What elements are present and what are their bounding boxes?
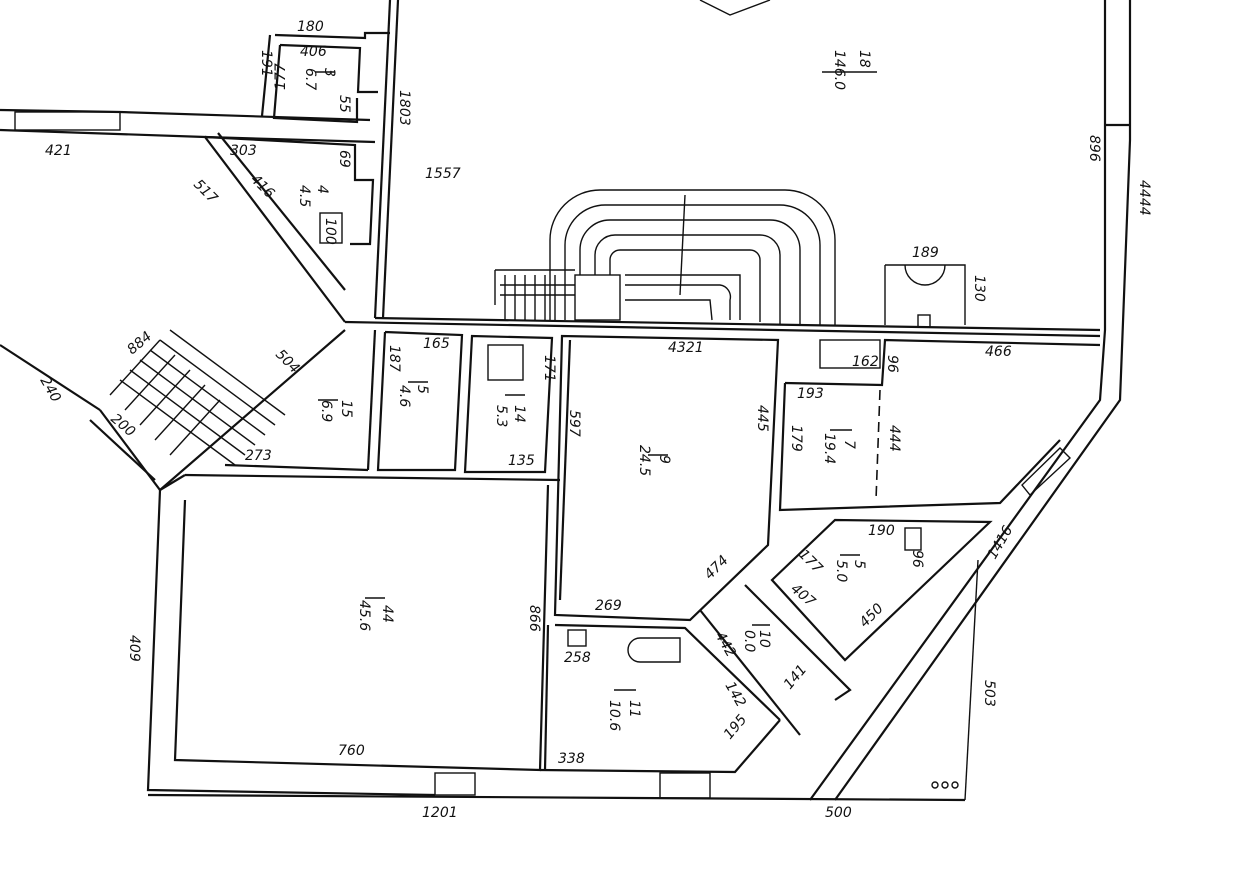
dimension-label: 1416: [985, 523, 1017, 562]
room-area: 45.6: [356, 600, 372, 631]
dimension-label: 96: [884, 355, 900, 373]
dimension-label: 442: [712, 629, 739, 660]
dimension-label: 474: [702, 553, 732, 583]
dimension-label: 180: [297, 19, 324, 35]
room-number: 9: [656, 455, 672, 464]
dimension-label: 450: [857, 601, 887, 631]
room-number: 18: [856, 50, 872, 68]
room-dividers: [315, 71, 877, 691]
dimension-label: 4444: [1136, 180, 1152, 216]
room-area: 6.9: [318, 400, 334, 422]
dimension-label: 273: [245, 448, 272, 464]
dimension-label: 407: [787, 581, 818, 610]
dimension-label: 269: [595, 598, 622, 614]
room-area: 4.5: [296, 185, 312, 207]
dimension-label: 69: [336, 150, 352, 168]
dimension-label: 466: [985, 344, 1012, 360]
dimension-label: 1201: [422, 805, 458, 821]
dimension-label: 866: [526, 605, 542, 632]
amphitheater-stairs: [494, 0, 836, 325]
dimension-label: 258: [564, 650, 591, 666]
room-area: 5.0: [833, 560, 849, 582]
room-number: 14: [511, 405, 527, 423]
dimension-label: 896: [1086, 135, 1102, 162]
dimension-label: 1557: [425, 166, 461, 182]
dimension-label: 517: [190, 177, 220, 207]
dimension-label: 240: [37, 374, 64, 405]
dimension-label: 187: [386, 345, 402, 372]
dimension-label: 162: [852, 354, 879, 370]
room-number: 15: [338, 400, 354, 418]
dimension-label: 884: [124, 329, 155, 358]
dimension-label: 177: [273, 63, 289, 90]
room-number: 44: [379, 605, 395, 623]
dimension-labels: 180 406 191 177 3 6.7 55 1803 1557 421 3…: [37, 19, 1152, 821]
room-number: 4: [314, 185, 330, 194]
room-area: 0.0: [741, 630, 757, 652]
dimension-label: 189: [912, 245, 939, 261]
room-area: 5.3: [493, 405, 509, 427]
room-area: 4.6: [396, 385, 412, 407]
dimension-label: 55: [336, 95, 352, 113]
room-area: 10.6: [606, 700, 622, 731]
room-number: 5: [414, 385, 430, 394]
dimension-label: 409: [126, 635, 142, 662]
dimension-label: 190: [868, 523, 895, 539]
dimension-label: 500: [825, 805, 852, 821]
dimension-label: 200: [107, 411, 138, 440]
room-area: 24.5: [636, 445, 652, 476]
stairs-left: [109, 329, 286, 466]
dimension-label: 130: [971, 275, 987, 302]
dimension-label: 141: [781, 662, 810, 693]
dimension-label: 193: [797, 386, 824, 402]
dimension-label: 191: [258, 50, 274, 77]
room-area: 6.7: [302, 68, 318, 90]
dimension-label: 444: [886, 425, 902, 452]
dimension-label: 303: [230, 143, 257, 159]
room-number: 11: [626, 700, 642, 718]
dimension-label: 142: [722, 679, 749, 710]
dimension-label: 421: [45, 143, 72, 159]
room-number: 5: [851, 560, 867, 569]
dimension-label: 445: [754, 405, 770, 432]
dimension-label: 100: [322, 218, 338, 245]
dimension-label: 338: [558, 751, 585, 767]
room-area: 19.4: [821, 433, 837, 464]
room-number: 7: [841, 440, 857, 449]
dimension-label: 406: [300, 44, 327, 60]
dimension-label: 597: [566, 410, 582, 437]
dimension-label: 96: [909, 550, 925, 568]
dimension-label: 503: [981, 680, 997, 707]
dimension-label: 760: [338, 743, 365, 759]
dimension-label: 135: [508, 453, 535, 469]
room-area: 146.0: [831, 50, 847, 90]
dimension-label: 171: [541, 355, 557, 382]
dimension-label: 179: [788, 425, 804, 452]
dimension-label: 195: [721, 712, 750, 743]
dimension-label: 4321: [668, 340, 704, 356]
walls: [0, 0, 1132, 802]
dimension-label: 1803: [396, 90, 412, 126]
room-number: 10: [756, 630, 772, 648]
dimension-label: 165: [423, 336, 450, 352]
dimension-label: 177: [795, 547, 825, 577]
